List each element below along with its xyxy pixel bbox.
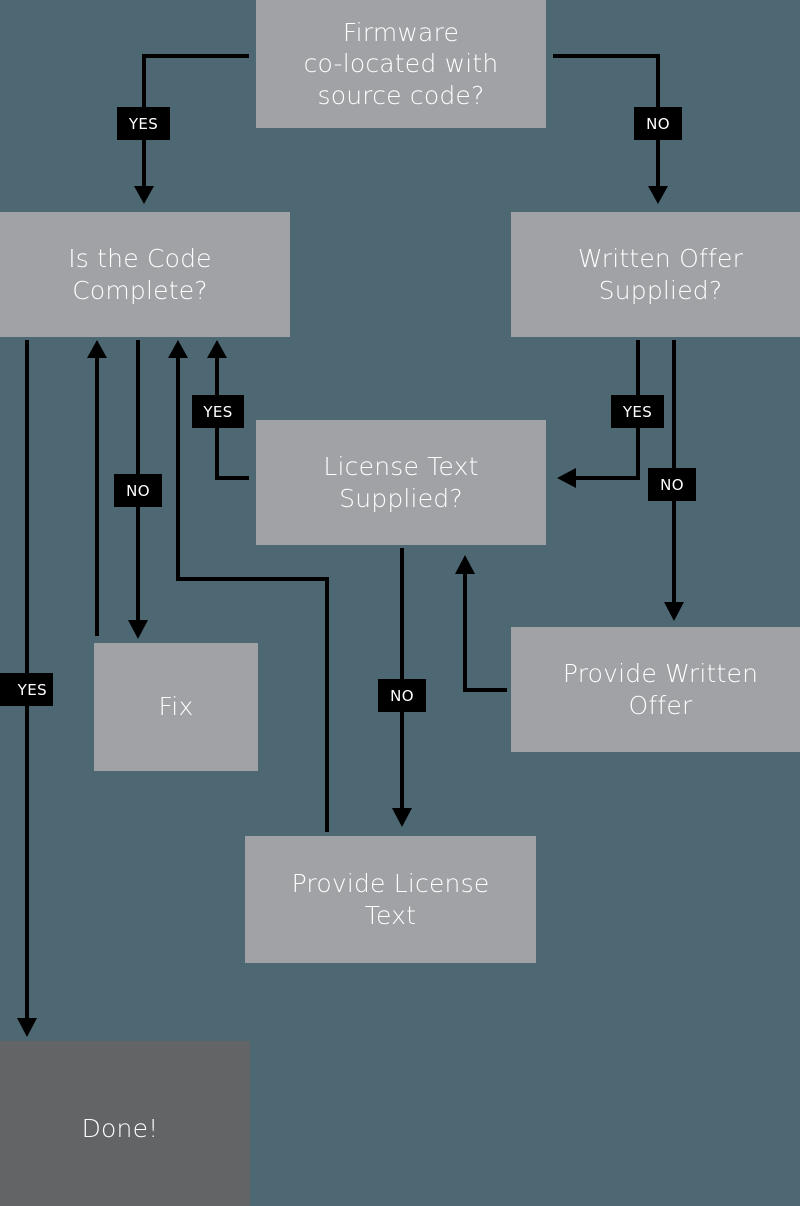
node-provide-license-text[interactable]: Provide License Text <box>245 836 536 963</box>
edge-label-text: NO <box>646 114 670 133</box>
edge-label-no-firmware: NO <box>634 107 682 140</box>
edge-label-text: NO <box>126 481 150 500</box>
node-label: Provide License Text <box>291 869 490 930</box>
node-provide-written-offer[interactable]: Provide Written Offer <box>511 627 800 752</box>
node-written-offer-supplied[interactable]: Written Offer Supplied? <box>511 212 800 337</box>
node-label: Is the Code Complete? <box>68 244 212 305</box>
edge-label-yes-written-offer: YES <box>611 395 664 428</box>
edge-fix-to-code-complete <box>87 340 107 636</box>
edge-label-no-written-offer: NO <box>648 468 696 501</box>
node-label: License Text Supplied? <box>323 452 479 513</box>
edge-provide-written-offer-to-license-text <box>455 555 507 692</box>
edge-label-yes-firmware: YES <box>117 107 170 140</box>
edge-label-text: YES <box>17 680 47 699</box>
edge-label-no-code-to-fix: NO <box>114 474 162 507</box>
edge-label-no-license-text: NO <box>378 679 426 712</box>
edge-label-yes-license-to-code: YES <box>192 395 244 428</box>
node-label: Written Offer Supplied? <box>577 244 744 305</box>
edge-label-text: NO <box>390 686 414 705</box>
node-label: Done! <box>81 1113 159 1143</box>
edge-label-text: YES <box>622 402 653 421</box>
node-label: Provide Written Offer <box>562 659 759 720</box>
edge-label-text: NO <box>660 475 684 494</box>
node-firmware-co-located[interactable]: Firmware co-located with source code? <box>256 0 546 128</box>
edge-label-yes-code-to-done: YES <box>0 673 53 706</box>
node-done[interactable]: Done! <box>0 1041 250 1206</box>
edge-label-text: YES <box>128 114 159 133</box>
node-label: Fix <box>158 692 194 722</box>
node-label: Firmware co-located with source code? <box>303 18 499 110</box>
node-is-the-code-complete[interactable]: Is the Code Complete? <box>0 212 290 337</box>
node-fix[interactable]: Fix <box>94 643 258 771</box>
edge-label-text: YES <box>203 402 233 421</box>
node-license-text-supplied[interactable]: License Text Supplied? <box>256 420 546 545</box>
